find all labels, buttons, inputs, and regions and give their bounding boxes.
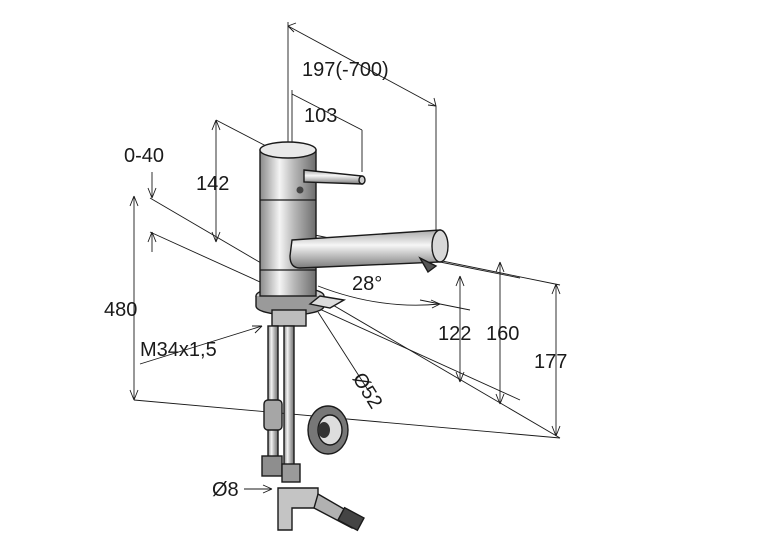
label-lever-height: 142 — [196, 173, 229, 195]
label-spout-top: 160 — [486, 323, 519, 345]
label-swivel-angle: 28° — [352, 273, 382, 295]
dimension-lines — [129, 22, 561, 494]
supply-hoses — [261, 325, 365, 532]
label-reach-total: 197(-700) — [302, 59, 389, 81]
label-total-height: 480 — [104, 299, 137, 321]
label-thread: M34x1,5 — [140, 339, 217, 361]
label-lever-reach: 103 — [304, 105, 337, 127]
mounting-nut — [307, 405, 349, 455]
label-hose-diameter: Ø8 — [212, 479, 239, 501]
label-deck-thickness: 0-40 — [124, 145, 164, 167]
label-spout-height: 122 — [438, 323, 471, 345]
label-overall-height: 177 — [534, 351, 567, 373]
faucet-body — [255, 141, 449, 327]
label-base-diameter: Ø52 — [348, 369, 387, 413]
